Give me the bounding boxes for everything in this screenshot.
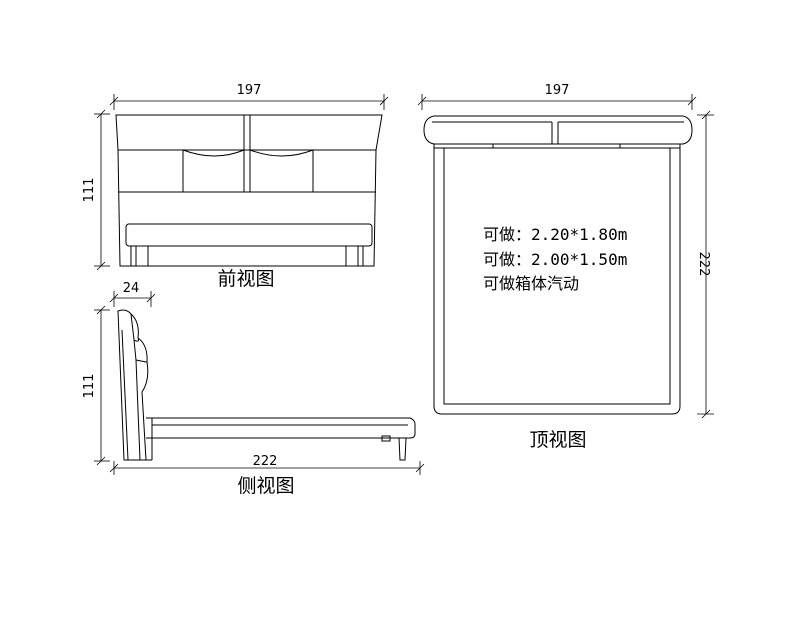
- top-notes: 可做：2.20*1.80m 可做：2.00*1.50m 可做箱体汽动: [483, 225, 627, 293]
- top-length-dimension: 222: [696, 110, 714, 419]
- top-note-1: 可做：2.20*1.80m: [483, 225, 627, 244]
- side-length-dimension: 222: [109, 454, 425, 475]
- front-view-title: 前视图: [217, 268, 274, 290]
- top-frame: [433, 144, 681, 415]
- side-headboard-dimension: 24: [109, 281, 156, 307]
- front-height-dimension: 111: [82, 109, 110, 271]
- top-headboard: [423, 115, 693, 148]
- side-length-label: 222: [253, 454, 278, 469]
- front-headboard: [115, 114, 383, 267]
- side-height-dimension: 111: [82, 305, 110, 466]
- front-width-label: 197: [237, 83, 262, 98]
- side-view-title: 侧视图: [237, 475, 294, 497]
- top-width-dimension: 197: [417, 83, 697, 110]
- top-length-label: 222: [696, 252, 711, 277]
- side-rail: [146, 417, 416, 461]
- front-frame: [125, 223, 373, 267]
- side-headboard-thickness-label: 24: [123, 281, 140, 296]
- side-view: 24 111: [82, 281, 425, 497]
- front-width-dimension: 197: [109, 83, 389, 110]
- side-height-label: 111: [82, 374, 97, 399]
- front-view: 197 111: [82, 83, 389, 290]
- top-note-3: 可做箱体汽动: [483, 274, 579, 293]
- top-note-2: 可做：2.00*1.50m: [483, 250, 627, 269]
- front-height-label: 111: [82, 178, 97, 203]
- top-view-title: 顶视图: [529, 429, 586, 451]
- top-width-label: 197: [545, 83, 570, 98]
- top-view: 197 222 可做：2.20*: [417, 83, 714, 451]
